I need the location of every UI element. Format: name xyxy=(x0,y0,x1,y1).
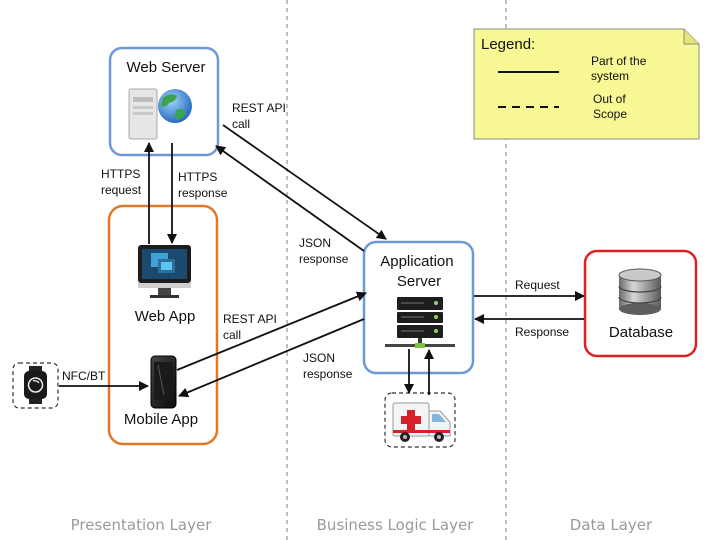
legend-dashed-text-1: Out of xyxy=(593,92,626,106)
json-response-bottom-label: JSON response xyxy=(303,351,353,381)
rest-api-call-bottom-label: REST API call xyxy=(223,312,280,342)
nfc-bt-label: NFC/BT xyxy=(62,369,106,383)
wearable-node xyxy=(12,362,59,409)
json-response-top-label-1: JSON xyxy=(299,236,331,250)
layer-label-business-logic: Business Logic Layer xyxy=(317,516,475,534)
json-response-top-label-2: response xyxy=(299,252,349,266)
mobile-app-label: Mobile App xyxy=(124,411,198,428)
database-label: Database xyxy=(609,324,673,341)
layer-label-data: Data Layer xyxy=(570,516,653,534)
https-request-label: HTTPS request xyxy=(101,167,144,197)
web-app-label: Web App xyxy=(135,308,196,325)
json-response-bottom-label-2: response xyxy=(303,367,353,381)
application-server-label-2: Server xyxy=(397,273,441,290)
legend-dashed-text-2: Scope xyxy=(593,107,627,121)
ambulance-node xyxy=(384,392,456,448)
legend-solid-text-2: system xyxy=(591,69,629,83)
legend-solid-text-1: Part of the xyxy=(591,54,647,68)
layer-label-presentation: Presentation Layer xyxy=(71,516,213,534)
database-node: Database xyxy=(583,249,698,358)
json-response-bottom-arrow xyxy=(178,318,365,398)
json-response-top-label: JSON response xyxy=(299,236,349,266)
application-server-node: Application Server xyxy=(362,240,475,375)
ambulance-icon xyxy=(392,402,451,442)
application-server-label: Application Server xyxy=(380,253,458,290)
monitor-icon xyxy=(138,245,191,298)
legend: Legend: Part of the system Out of Scope xyxy=(473,28,700,140)
rest-api-call-top-label-2: call xyxy=(232,117,250,131)
smartphone-icon xyxy=(150,355,177,409)
request-label: Request xyxy=(515,278,560,292)
rest-api-call-top-arrow xyxy=(222,124,387,240)
json-response-top-arrow xyxy=(215,145,365,252)
rest-api-call-bottom-arrow xyxy=(176,291,367,371)
legend-dashed-text: Out of Scope xyxy=(593,92,629,121)
rest-api-call-bottom-label-2: call xyxy=(223,328,241,342)
web-server-label: Web Server xyxy=(127,59,206,76)
https-response-label-2: response xyxy=(178,186,228,200)
rest-api-call-top-label-1: REST API xyxy=(232,101,286,115)
web-server-node: Web Server xyxy=(108,46,220,157)
legend-title: Legend: xyxy=(481,36,535,53)
application-server-label-1: Application xyxy=(380,253,453,270)
legend-solid-text: Part of the system xyxy=(591,54,650,83)
rest-api-call-top-label: REST API call xyxy=(232,101,289,131)
json-response-bottom-label-1: JSON xyxy=(303,351,335,365)
smartwatch-icon xyxy=(24,366,47,404)
response-label: Response xyxy=(515,325,569,339)
server-globe-icon xyxy=(128,88,192,140)
rack-server-icon xyxy=(385,297,455,348)
https-response-label: HTTPS response xyxy=(178,170,228,200)
https-response-label-1: HTTPS xyxy=(178,170,217,184)
https-request-label-1: HTTPS xyxy=(101,167,140,181)
https-request-label-2: request xyxy=(101,183,142,197)
rest-api-call-bottom-label-1: REST API xyxy=(223,312,277,326)
database-icon xyxy=(618,268,662,315)
